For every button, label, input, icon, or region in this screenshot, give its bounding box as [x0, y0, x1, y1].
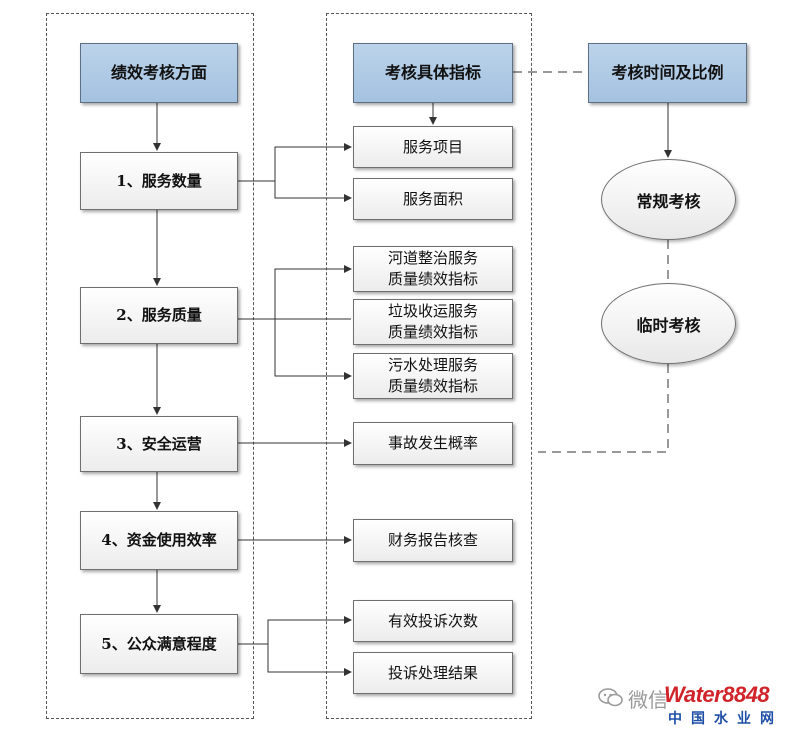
temporary-assessment-ellipse: 临时考核 — [601, 283, 736, 364]
middle-item-garbage-quality: 垃圾收运服务 质量绩效指标 — [353, 299, 513, 345]
middle-item-sewage-quality: 污水处理服务 质量绩效指标 — [353, 353, 513, 399]
branch-item2-a — [274, 265, 352, 319]
watermark-subtitle: 中国水业网 — [668, 711, 783, 727]
middle-item-financial-audit: 财务报告核查 — [353, 519, 513, 562]
branch-item2-c — [274, 319, 352, 380]
watermark-logo: Water8848 — [664, 682, 770, 707]
left-item-fund-efficiency: 4、资金使用效率 — [80, 511, 238, 570]
branch-item1b — [274, 181, 352, 202]
middle-item-service-items: 服务项目 — [353, 126, 513, 168]
right-header-box: 考核时间及比例 — [588, 43, 747, 103]
branch-item5-a — [238, 616, 352, 645]
left-item-safe-operation: 3、安全运营 — [80, 416, 238, 472]
middle-item-service-area: 服务面积 — [353, 178, 513, 220]
routine-assessment-ellipse: 常规考核 — [601, 159, 736, 240]
middle-header-box: 考核具体指标 — [353, 43, 513, 103]
middle-item-river-quality: 河道整治服务 质量绩效指标 — [353, 246, 513, 292]
left-dashed-frame — [46, 13, 254, 719]
branch-item1 — [238, 143, 352, 182]
left-header-box: 绩效考核方面 — [80, 43, 238, 103]
middle-item-accident-probability: 事故发生概率 — [353, 422, 513, 465]
middle-item-complaint-count: 有效投诉次数 — [353, 600, 513, 642]
watermark-prefix: 微信 — [628, 688, 668, 712]
dashed-temp-to-frame — [538, 364, 669, 453]
left-item-service-quantity: 1、服务数量 — [80, 152, 238, 210]
branch-item5-b — [267, 644, 352, 676]
middle-dashed-frame — [326, 13, 532, 719]
left-item-public-satisfaction: 5、公众满意程度 — [80, 614, 238, 674]
left-item-service-quality: 2、服务质量 — [80, 287, 238, 344]
wechat-icon — [598, 688, 623, 707]
middle-item-complaint-result: 投诉处理结果 — [353, 652, 513, 694]
